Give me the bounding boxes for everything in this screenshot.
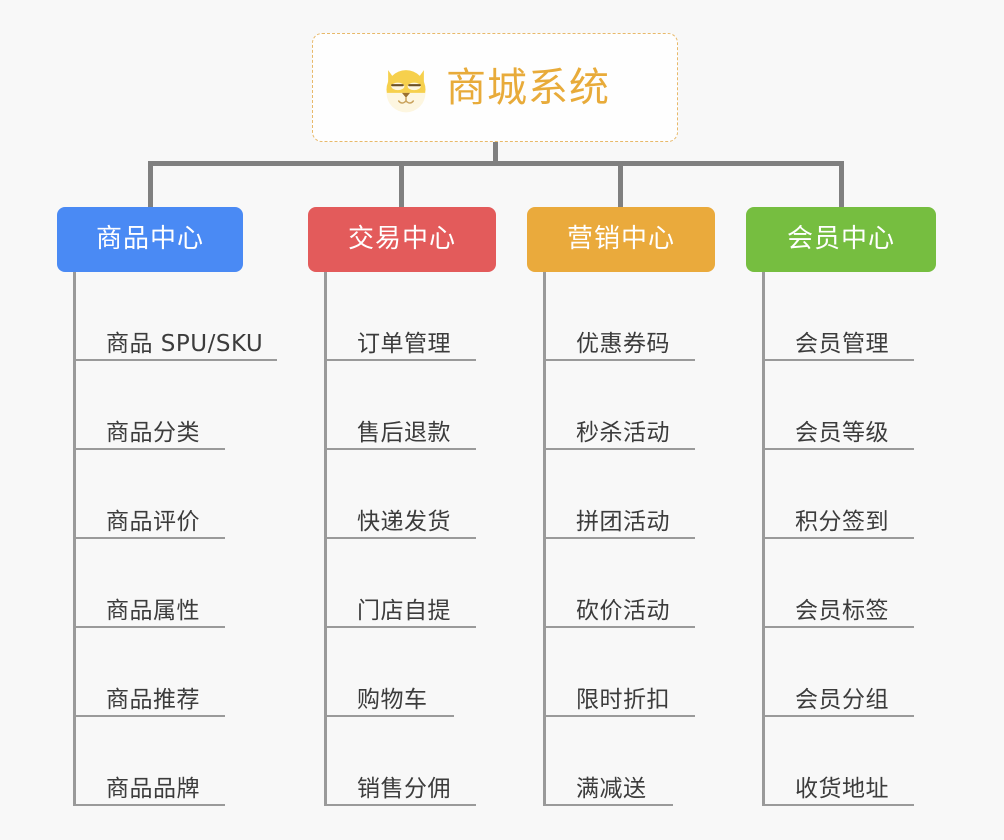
- root-title: 商城系统: [446, 64, 610, 111]
- list-item[interactable]: 订单管理: [324, 272, 548, 361]
- column-trade-center: 交易中心 订单管理 售后退款 快递发货 门店自提 购物车: [308, 207, 548, 806]
- leaf-label: 会员标签: [795, 597, 889, 624]
- list-item[interactable]: 商品分类: [73, 361, 297, 450]
- column-marketing-center: 营销中心 优惠券码 秒杀活动 拼团活动 砍价活动 限时折扣: [527, 207, 767, 806]
- list-item[interactable]: 满减送: [543, 717, 767, 806]
- root-node-shop-system[interactable]: 商城系统: [312, 33, 678, 142]
- leaf-underline: [324, 448, 476, 450]
- leaf-underline: [324, 715, 454, 717]
- list-item[interactable]: 商品推荐: [73, 628, 297, 717]
- leaf-label: 砍价活动: [576, 597, 670, 624]
- leaf-list-marketing-center: 优惠券码 秒杀活动 拼团活动 砍价活动 限时折扣 满减送: [527, 272, 767, 806]
- leaf-underline: [543, 448, 695, 450]
- connector-drop-product-center: [148, 161, 153, 208]
- leaf-underline: [73, 537, 225, 539]
- leaf-label: 购物车: [357, 686, 428, 713]
- leaf-label: 商品推荐: [106, 686, 200, 713]
- list-item[interactable]: 砍价活动: [543, 539, 767, 628]
- connector-drop-member-center: [839, 161, 844, 208]
- header-trade-center[interactable]: 交易中心: [308, 207, 496, 272]
- leaf-label: 拼团活动: [576, 508, 670, 535]
- leaf-label: 订单管理: [357, 330, 451, 357]
- list-item[interactable]: 限时折扣: [543, 628, 767, 717]
- leaf-label: 会员管理: [795, 330, 889, 357]
- leaf-list-product-center: 商品 SPU/SKU 商品分类 商品评价 商品属性 商品推荐 商品品牌: [57, 272, 297, 806]
- leaf-underline: [762, 359, 914, 361]
- list-item[interactable]: 商品品牌: [73, 717, 297, 806]
- list-item[interactable]: 会员分组: [762, 628, 986, 717]
- leaf-underline: [762, 804, 914, 806]
- list-item[interactable]: 商品属性: [73, 539, 297, 628]
- list-item[interactable]: 收货地址: [762, 717, 986, 806]
- leaf-label: 快递发货: [357, 508, 451, 535]
- leaf-underline: [324, 626, 476, 628]
- leaf-underline: [73, 804, 225, 806]
- leaf-list-member-center: 会员管理 会员等级 积分签到 会员标签 会员分组 收货地址: [746, 272, 986, 806]
- list-item[interactable]: 商品评价: [73, 450, 297, 539]
- leaf-label: 售后退款: [357, 419, 451, 446]
- leaf-label: 商品评价: [106, 508, 200, 535]
- leaf-underline: [762, 537, 914, 539]
- leaf-underline: [543, 804, 673, 806]
- leaf-underline: [543, 537, 695, 539]
- leaf-label: 限时折扣: [576, 686, 670, 713]
- leaf-label: 商品分类: [106, 419, 200, 446]
- header-member-center[interactable]: 会员中心: [746, 207, 936, 272]
- leaf-underline: [762, 448, 914, 450]
- leaf-label: 销售分佣: [357, 775, 451, 802]
- leaf-underline: [73, 359, 277, 361]
- leaf-underline: [324, 537, 476, 539]
- list-item[interactable]: 拼团活动: [543, 450, 767, 539]
- leaf-underline: [762, 626, 914, 628]
- leaf-label: 会员分组: [795, 686, 889, 713]
- leaf-label: 满减送: [576, 775, 647, 802]
- leaf-underline: [324, 359, 476, 361]
- leaf-list-trade-center: 订单管理 售后退款 快递发货 门店自提 购物车 销售分佣: [308, 272, 548, 806]
- leaf-underline: [73, 448, 225, 450]
- list-item[interactable]: 商品 SPU/SKU: [73, 272, 297, 361]
- list-item[interactable]: 优惠券码: [543, 272, 767, 361]
- leaf-label: 秒杀活动: [576, 419, 670, 446]
- column-member-center: 会员中心 会员管理 会员等级 积分签到 会员标签 会员分组: [746, 207, 986, 806]
- list-item[interactable]: 积分签到: [762, 450, 986, 539]
- list-item[interactable]: 秒杀活动: [543, 361, 767, 450]
- list-item[interactable]: 会员管理: [762, 272, 986, 361]
- connector-root-stem: [493, 142, 498, 164]
- list-item[interactable]: 会员标签: [762, 539, 986, 628]
- leaf-label: 门店自提: [357, 597, 451, 624]
- spine-product-center: [73, 272, 76, 806]
- list-item[interactable]: 购物车: [324, 628, 548, 717]
- list-item[interactable]: 销售分佣: [324, 717, 548, 806]
- leaf-underline: [73, 715, 225, 717]
- shiba-dog-face-icon: [386, 69, 426, 112]
- list-item[interactable]: 售后退款: [324, 361, 548, 450]
- leaf-underline: [324, 804, 476, 806]
- leaf-label: 商品属性: [106, 597, 200, 624]
- leaf-label: 商品 SPU/SKU: [106, 330, 264, 357]
- list-item[interactable]: 快递发货: [324, 450, 548, 539]
- leaf-underline: [73, 626, 225, 628]
- leaf-underline: [762, 715, 914, 717]
- spine-member-center: [762, 272, 765, 806]
- spine-marketing-center: [543, 272, 546, 806]
- leaf-underline: [543, 626, 695, 628]
- leaf-label: 商品品牌: [106, 775, 200, 802]
- leaf-label: 收货地址: [795, 775, 889, 802]
- leaf-underline: [543, 715, 695, 717]
- connector-drop-trade-center: [399, 161, 404, 208]
- leaf-label: 优惠券码: [576, 330, 670, 357]
- header-marketing-center[interactable]: 营销中心: [527, 207, 715, 272]
- header-product-center[interactable]: 商品中心: [57, 207, 243, 272]
- leaf-label: 积分签到: [795, 508, 889, 535]
- column-product-center: 商品中心 商品 SPU/SKU 商品分类 商品评价 商品属性 商品推荐: [57, 207, 297, 806]
- leaf-underline: [543, 359, 695, 361]
- connector-drop-marketing-center: [618, 161, 623, 208]
- list-item[interactable]: 门店自提: [324, 539, 548, 628]
- list-item[interactable]: 会员等级: [762, 361, 986, 450]
- spine-trade-center: [324, 272, 327, 806]
- leaf-label: 会员等级: [795, 419, 889, 446]
- connector-horizontal-bus: [150, 161, 844, 166]
